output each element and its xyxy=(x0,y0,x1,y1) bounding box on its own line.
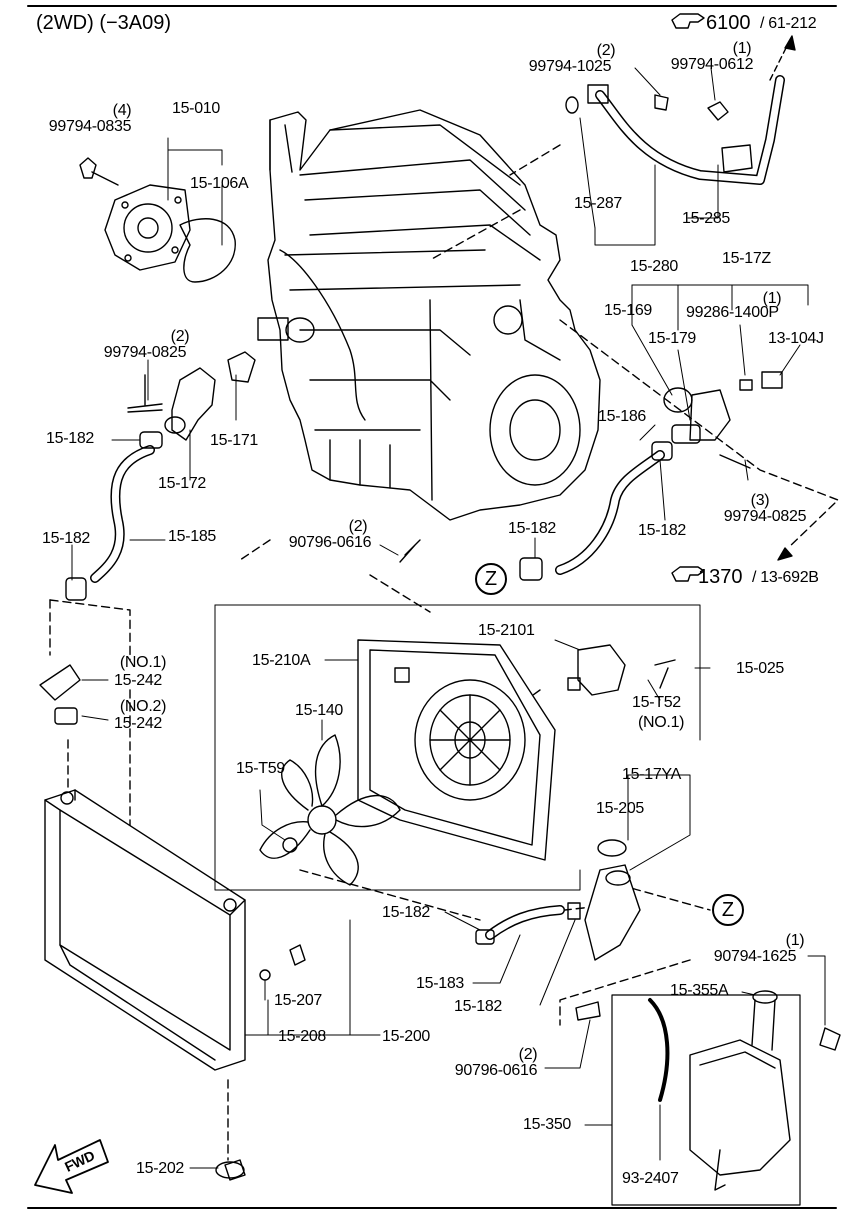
part-13-104J[interactable]: 13-104J xyxy=(768,330,824,347)
part-15-202[interactable]: 15-202 xyxy=(136,1160,185,1177)
part-15-182-center[interactable]: 15-182 xyxy=(508,520,557,537)
part-15-2101[interactable]: 15-2101 xyxy=(478,622,535,639)
ref-top-main[interactable]: 6100 xyxy=(706,12,751,34)
part-15-186[interactable]: 15-186 xyxy=(598,408,647,425)
qty-99794-0825-left: (2) xyxy=(170,328,190,345)
part-15-200[interactable]: 15-200 xyxy=(382,1028,431,1045)
reference-arrows xyxy=(769,35,796,561)
qty-99794-1025: (2) xyxy=(596,42,616,59)
part-15-025[interactable]: 15-025 xyxy=(736,660,785,677)
hose-15-186-drawing xyxy=(519,441,673,581)
engine-block-drawing xyxy=(257,109,601,521)
part-15-171[interactable]: 15-171 xyxy=(210,432,259,449)
part-15-183[interactable]: 15-183 xyxy=(416,975,465,992)
qty-15-T52: (NO.1) xyxy=(638,714,685,731)
lower-hoses-drawing xyxy=(475,839,641,961)
qty-15-242-no1: (NO.1) xyxy=(119,654,167,671)
part-15-182-upper-left[interactable]: 15-182 xyxy=(46,430,95,447)
fan-shroud-drawing xyxy=(357,639,556,861)
part-15-185[interactable]: 15-185 xyxy=(168,528,217,545)
qty-99794-0825-right: (3) xyxy=(750,492,770,509)
fan-motor-drawing xyxy=(567,644,676,696)
part-15-182-right[interactable]: 15-182 xyxy=(638,522,687,539)
part-15-207[interactable]: 15-207 xyxy=(274,992,323,1009)
mount-brackets-drawing xyxy=(39,664,81,725)
part-15-17Z[interactable]: 15-17Z xyxy=(722,250,771,267)
part-99794-1025[interactable]: 99794-1025 xyxy=(528,58,612,75)
part-99794-0825-right[interactable]: 99794-0825 xyxy=(723,508,807,525)
part-15-182-left[interactable]: 15-182 xyxy=(42,530,91,547)
diagram-title: (2WD) (−3A09) xyxy=(36,12,172,34)
hose-15-185-drawing xyxy=(65,431,163,601)
fan-blade-drawing xyxy=(259,734,401,886)
qty-99286-1400P: (1) xyxy=(762,290,782,307)
water-outlet-drawing xyxy=(663,371,783,469)
part-15-287[interactable]: 15-287 xyxy=(574,195,623,212)
part-15-140[interactable]: 15-140 xyxy=(295,702,344,719)
water-pump-drawing xyxy=(79,157,236,283)
part-99794-0825-left[interactable]: 99794-0825 xyxy=(103,344,187,361)
part-15-242-no1[interactable]: 15-242 xyxy=(114,672,163,689)
part-93-2407[interactable]: 93-2407 xyxy=(622,1170,679,1187)
part-15-242-no2[interactable]: 15-242 xyxy=(114,715,163,732)
thermostat-housing-drawing xyxy=(127,351,256,441)
part-15-17YA[interactable]: 15-17YA xyxy=(622,766,681,783)
part-15-010[interactable]: 15-010 xyxy=(171,100,221,117)
part-99794-0835[interactable]: 99794-0835 xyxy=(48,118,132,135)
part-15-182-lower[interactable]: 15-182 xyxy=(382,904,431,921)
qty-99794-0612: (1) xyxy=(732,40,752,57)
reference-z-bottom[interactable]: Z xyxy=(712,894,744,926)
qty-15-242-no2: (NO.2) xyxy=(119,698,167,715)
part-15-205[interactable]: 15-205 xyxy=(596,800,645,817)
qty-90796-0616-top: (2) xyxy=(348,518,368,535)
part-90796-0616-bottom[interactable]: 90796-0616 xyxy=(454,1062,538,1079)
part-99794-0612[interactable]: 99794-0612 xyxy=(670,56,754,73)
part-15-172[interactable]: 15-172 xyxy=(158,475,207,492)
part-15-179[interactable]: 15-179 xyxy=(648,330,697,347)
leader-lines xyxy=(71,67,826,1169)
qty-99794-0835: (4) xyxy=(112,102,132,119)
pointing-hand-icon xyxy=(671,13,705,582)
part-15-285[interactable]: 15-285 xyxy=(682,210,731,227)
part-15-182-bottom[interactable]: 15-182 xyxy=(454,998,503,1015)
part-15-T52[interactable]: 15-T52 xyxy=(632,694,681,711)
part-15-350[interactable]: 15-350 xyxy=(523,1116,572,1133)
part-15-169[interactable]: 15-169 xyxy=(604,302,653,319)
part-90796-0616-top[interactable]: 90796-0616 xyxy=(288,534,372,551)
fwd-arrow-icon xyxy=(34,1139,109,1194)
qty-90794-1625: (1) xyxy=(785,932,805,949)
part-15-355A[interactable]: 15-355A xyxy=(670,982,729,999)
part-15-208[interactable]: 15-208 xyxy=(278,1028,327,1045)
ref-mid-sub[interactable]: / 13-692B xyxy=(752,569,819,586)
part-99286-1400P[interactable]: 99286-1400P xyxy=(686,304,779,321)
reservoir-tank-drawing xyxy=(611,990,841,1206)
part-15-280[interactable]: 15-280 xyxy=(630,258,679,275)
reference-z-top[interactable]: Z xyxy=(475,563,507,595)
qty-90796-0616-bottom: (2) xyxy=(518,1046,538,1063)
radiator-drawing xyxy=(44,789,246,1071)
part-15-210A[interactable]: 15-210A xyxy=(252,652,311,669)
water-pipe-15-280-drawing xyxy=(565,75,785,185)
ref-mid-main[interactable]: 1370 xyxy=(698,566,743,588)
part-90794-1625[interactable]: 90794-1625 xyxy=(713,948,797,965)
dashed-guides xyxy=(49,144,839,1161)
part-15-106A[interactable]: 15-106A xyxy=(190,175,249,192)
ref-top-sub[interactable]: / 61-212 xyxy=(760,15,817,32)
part-15-T59[interactable]: 15-T59 xyxy=(236,760,285,777)
small-parts-drawing xyxy=(215,539,669,1181)
